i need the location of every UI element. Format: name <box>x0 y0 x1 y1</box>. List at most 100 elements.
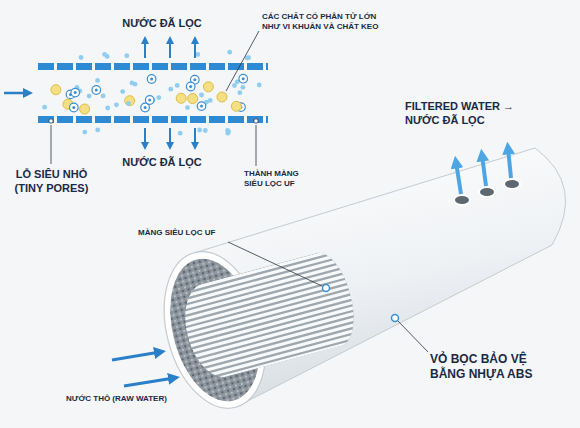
water-molecule <box>168 87 173 92</box>
water-molecule <box>126 101 131 106</box>
water-molecule <box>208 98 213 103</box>
particle <box>239 74 248 83</box>
particle <box>225 128 230 133</box>
flow-arrow <box>169 128 171 146</box>
membrane-segment <box>247 63 263 70</box>
colloid-particle <box>51 85 61 95</box>
colloid-particle <box>231 101 241 111</box>
cut-face <box>148 215 376 420</box>
water-molecule <box>87 94 92 99</box>
membrane-segment <box>209 116 225 123</box>
outlet-hole <box>454 195 470 205</box>
particle <box>237 90 242 95</box>
flow-arrow <box>194 40 196 58</box>
particle <box>102 52 107 57</box>
particle <box>71 88 80 97</box>
flow-arrow <box>508 148 511 178</box>
particle <box>178 131 183 136</box>
leader-line <box>256 125 257 166</box>
outlet-hole <box>479 187 495 197</box>
bacteria-core <box>193 78 196 81</box>
water-molecule <box>42 105 47 110</box>
flow-label: FILTERED WATER → NƯỚC ĐÃ LỌC <box>405 100 545 128</box>
colloid-particle <box>203 82 213 92</box>
water-molecule <box>114 102 119 107</box>
particle <box>105 106 110 111</box>
leader-dot <box>323 285 330 292</box>
water-molecule <box>156 95 161 100</box>
particle <box>241 85 246 90</box>
bacteria-particle <box>239 74 248 83</box>
fiber-ground <box>168 244 368 387</box>
membrane-segment <box>171 63 187 70</box>
bacteria-core <box>74 91 77 94</box>
part-label: THÀNH MÀNG SIÊU LỌC UF <box>244 169 314 189</box>
particle <box>95 127 100 132</box>
leader-dot <box>254 119 258 123</box>
membrane-segment <box>152 63 168 70</box>
bacteria-particle <box>145 96 154 105</box>
leader-line <box>226 31 259 91</box>
particle <box>168 87 173 92</box>
part-label: MÀNG SIÊU LỌC UF <box>138 228 238 238</box>
outlet-arrows <box>456 148 511 194</box>
fibers <box>169 248 367 385</box>
particle <box>124 53 129 58</box>
particle <box>101 94 106 99</box>
leader-line <box>398 321 428 352</box>
hollow-fiber <box>192 333 366 380</box>
flow-arrow <box>144 40 146 58</box>
flow-arrow <box>194 128 196 146</box>
flow-arrow <box>169 40 171 58</box>
membrane-segment <box>38 116 54 123</box>
water-molecule <box>130 81 135 86</box>
particle <box>114 102 119 107</box>
particle <box>226 129 231 134</box>
flow-label: NƯỚC ĐÃ LỌC <box>112 156 212 170</box>
flow-arrow <box>456 162 461 194</box>
particle <box>203 128 208 133</box>
water-molecule <box>203 128 208 133</box>
particle <box>147 75 156 84</box>
bacteria-core <box>72 106 75 109</box>
bacteria-particle <box>71 88 80 97</box>
membrane-segment <box>152 116 168 123</box>
particle <box>42 105 47 110</box>
membrane-segment <box>95 63 111 70</box>
flow-arrow <box>124 378 174 386</box>
flow-arrow <box>482 155 486 186</box>
leader-lines <box>51 31 259 166</box>
water-molecule <box>105 106 110 111</box>
membrane-segment <box>38 63 54 70</box>
water-molecule <box>175 83 180 88</box>
colloid-particle <box>80 104 90 114</box>
particle <box>257 83 262 88</box>
membrane-wall <box>38 63 268 123</box>
leader-line <box>51 125 52 164</box>
particle <box>227 50 232 55</box>
particle <box>125 96 135 106</box>
particle <box>51 85 61 95</box>
water-molecule <box>195 52 200 57</box>
water-molecule <box>241 85 246 90</box>
callout-label: CÁC CHẤT CÓ PHÂN TỬ LỚN NHƯ VI KHUẨN VÀ … <box>262 12 380 32</box>
membrane-segment <box>57 63 73 70</box>
water-molecule <box>199 93 204 98</box>
bacteria-core <box>144 106 147 109</box>
water-molecule <box>178 131 183 136</box>
particle <box>130 81 135 86</box>
hollow-fiber <box>193 338 367 385</box>
colloid-particle <box>217 92 227 102</box>
water-molecule <box>237 90 242 95</box>
membrane-segment <box>171 116 187 123</box>
filtered-arrows <box>145 40 195 146</box>
water-molecule <box>185 105 190 110</box>
membrane-segment <box>133 63 149 70</box>
membrane-segment <box>133 116 149 123</box>
water-molecule <box>225 128 230 133</box>
particle <box>95 78 100 83</box>
uf-cartridge <box>112 148 566 420</box>
colloid-particle <box>188 94 198 104</box>
particle <box>175 83 180 88</box>
